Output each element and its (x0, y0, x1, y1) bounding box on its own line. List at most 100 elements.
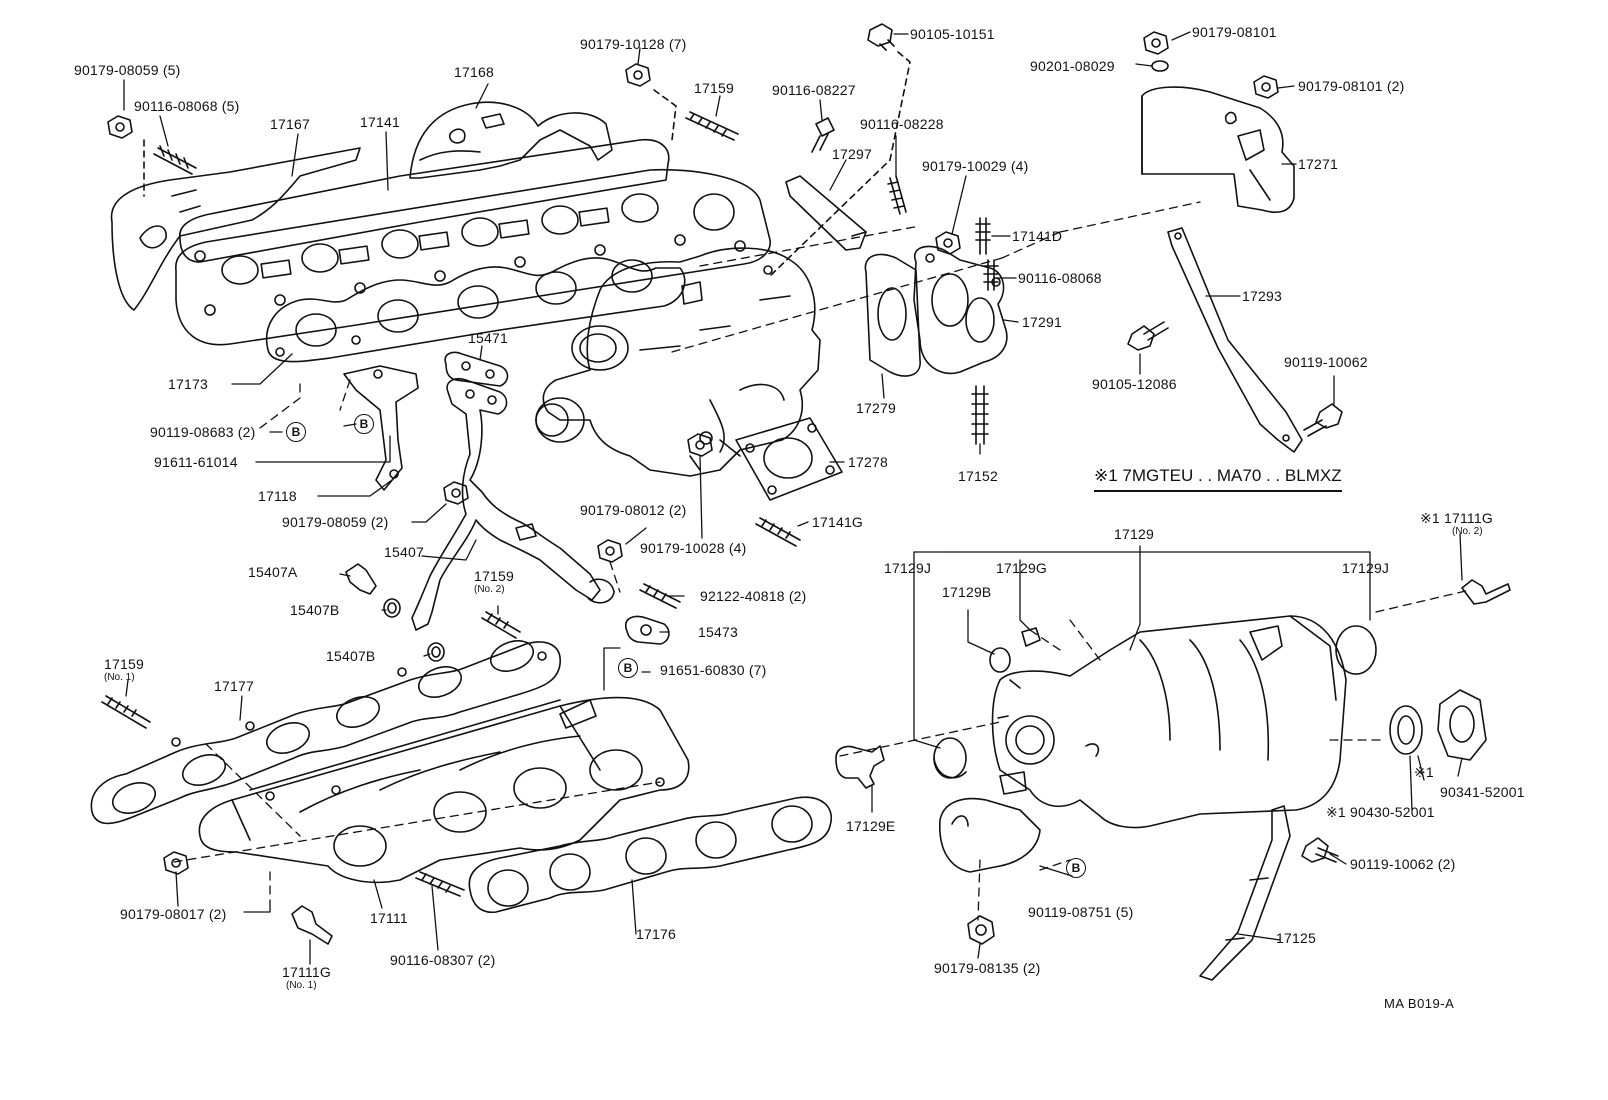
label-90116-08227: 90116-08227 (772, 82, 856, 98)
air-chamber-duct (939, 797, 1041, 873)
turbo-elbow-17291 (913, 245, 1008, 375)
label-17159: 17159 (694, 80, 734, 96)
label-90179-08135-2: 90179-08135 (2) (934, 960, 1041, 976)
label-90179-08017-2: 90179-08017 (2) (120, 906, 227, 922)
label-17141: 17141 (360, 114, 400, 130)
union-17129E (835, 745, 885, 789)
label-90179-10028-4: 90179-10028 (4) (640, 540, 747, 556)
illustration-code: MA B019-A (1384, 996, 1455, 1011)
nut-90179-10028 (687, 433, 713, 457)
stud-17159-no1 (101, 695, 151, 729)
stay-17125 (1199, 805, 1291, 981)
marker-b-2: B (354, 414, 374, 434)
label-15407B-a: 15407B (290, 602, 340, 618)
label-no2-b: (No. 2) (1452, 526, 1483, 537)
label-90179-08059-2: 90179-08059 (2) (282, 514, 389, 530)
label-17291: 17291 (1022, 314, 1062, 330)
bolt-90119-10062-2 (1301, 837, 1339, 863)
label-90179-08101: 90179-08101 (1192, 24, 1277, 40)
marker-b-3: B (618, 658, 638, 678)
label-90105-10151: 90105-10151 (910, 26, 995, 42)
label-17278: 17278 (848, 454, 888, 470)
label-17111G-no2: ※1 17111G (1420, 510, 1493, 526)
label-90119-10062-2: 90119-10062 (2) (1350, 856, 1456, 872)
nut-90179-08017 (163, 851, 189, 875)
plug-17129J-left (933, 737, 967, 779)
marker-b-4: B (1066, 858, 1086, 878)
label-90119-10062: 90119-10062 (1284, 354, 1368, 370)
label-17111G-no1: 17111G (282, 964, 331, 980)
label-90116-08228: 90116-08228 (860, 116, 944, 132)
label-17167: 17167 (270, 116, 310, 132)
plug-17129B (989, 647, 1011, 673)
washer-90201-08029 (1151, 60, 1169, 72)
label-15407B-b: 15407B (326, 648, 376, 664)
turbocharger (535, 247, 821, 477)
label-92122-40818-2: 92122-40818 (2) (700, 588, 807, 604)
stud-90116-08068-r (983, 259, 999, 291)
exhaust-manifold-17141 (175, 139, 771, 346)
label-90119-08683-2: 90119-08683 (2) (150, 424, 256, 440)
nut-90179-08101 (1143, 31, 1169, 55)
label-90116-08307-2: 90116-08307 (2) (390, 952, 496, 968)
nut-90179-10029 (935, 231, 961, 255)
exhaust-manifold-gasket-17173 (265, 257, 686, 363)
manifold-stay-17118 (343, 365, 419, 491)
label-17141G: 17141G (812, 514, 864, 530)
nut-90179-08012 (597, 539, 623, 563)
label-90116-08068: 90116-08068 (1018, 270, 1102, 286)
oil-pipe-15407 (411, 377, 615, 631)
stud-17159-top (685, 111, 739, 141)
label-no1-a: (No. 1) (104, 672, 135, 683)
sensor-17111G-no1 (291, 905, 333, 945)
stud-17141G (755, 517, 801, 547)
label-17176: 17176 (636, 926, 676, 942)
label-90119-08751-5: 90119-08751 (5) (1028, 904, 1134, 920)
bolt-90105-12086 (1127, 321, 1169, 351)
nut-90179-08059-2 (443, 481, 469, 505)
label-17271: 17271 (1298, 156, 1338, 172)
label-90105-12086: 90105-12086 (1092, 376, 1177, 392)
label-90179-08059-5: 90179-08059 (5) (74, 62, 181, 78)
gasket-15473 (624, 615, 670, 645)
label-17173: 17173 (168, 376, 208, 392)
label-90201-08029: 90201-08029 (1030, 58, 1115, 74)
label-90179-10029-4: 90179-10029 (4) (922, 158, 1029, 174)
plug-17129J-right (1335, 625, 1377, 675)
label-17159-no2: 17159 (474, 568, 514, 584)
label-17177: 17177 (214, 678, 254, 694)
label-91651-60830-7: 91651-60830 (7) (660, 662, 767, 678)
union-bolt-15407A (345, 563, 377, 595)
label-17129J-right: 17129J (1342, 560, 1390, 576)
label-90179-08012-2: 90179-08012 (2) (580, 502, 687, 518)
stud-17141D (975, 217, 991, 255)
stud-92122-40818 (639, 583, 681, 609)
label-17129J-left: 17129J (884, 560, 932, 576)
label-17279: 17279 (856, 400, 896, 416)
stud-90116-08068 (153, 145, 197, 175)
gasket-15471 (444, 351, 509, 387)
nut-90341-52001 (1437, 689, 1487, 761)
label-15407A: 15407A (248, 564, 298, 580)
washer-15407B-a (383, 598, 401, 618)
turbo-outlet-gasket-17278 (735, 417, 843, 501)
label-no2-a: (No. 2) (474, 584, 505, 595)
stud-17159-no2 (481, 611, 521, 639)
plug-17129G (1021, 627, 1041, 647)
label-17297: 17297 (832, 146, 872, 162)
bolt-90105-10151 (769, 23, 911, 277)
label-17118: 17118 (258, 488, 297, 504)
bolt-90119-10062 (1303, 403, 1343, 437)
washer-15407B-b (427, 642, 445, 662)
label-no1-b: (No. 1) (286, 980, 317, 991)
nut-90179-10128 (625, 63, 677, 141)
label-90341-52001: 90341-52001 (1440, 784, 1525, 800)
label-17129E: 17129E (846, 818, 896, 834)
gasket-17279 (864, 253, 921, 377)
label-91611-61014: 91611-61014 (154, 454, 238, 470)
intake-chamber-17129 (991, 615, 1347, 829)
stud-90116-08307 (415, 871, 465, 897)
turbo-heat-insulator-17271 (1141, 86, 1295, 213)
